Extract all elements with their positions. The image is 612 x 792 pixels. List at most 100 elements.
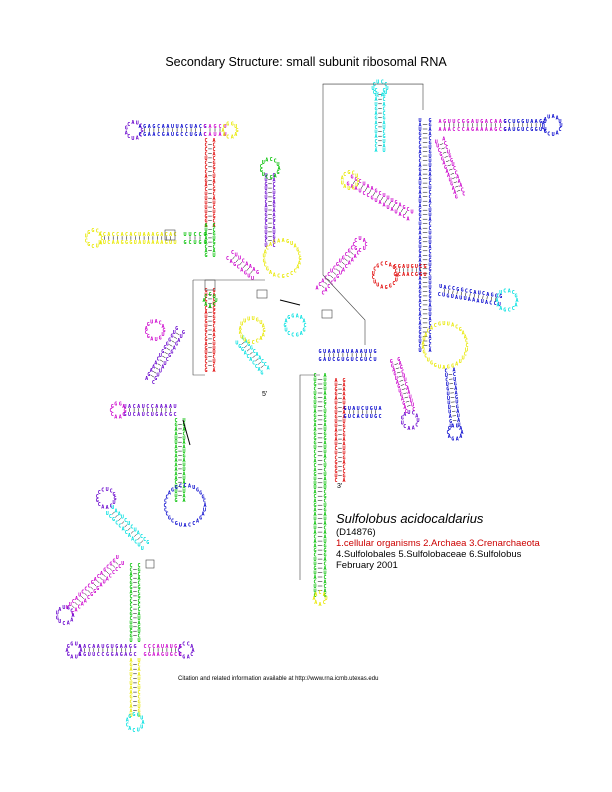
svg-text:C: C bbox=[212, 219, 215, 225]
svg-text:C: C bbox=[405, 382, 408, 388]
svg-text:C: C bbox=[494, 301, 497, 307]
svg-text:C: C bbox=[264, 221, 267, 227]
svg-text:U: U bbox=[428, 163, 431, 169]
svg-text:G: G bbox=[212, 315, 215, 321]
svg-text:G: G bbox=[67, 606, 70, 612]
svg-text:U: U bbox=[134, 527, 137, 533]
svg-text:C: C bbox=[382, 130, 385, 136]
svg-text:A: A bbox=[204, 302, 207, 308]
svg-text:A: A bbox=[418, 226, 421, 232]
svg-text:U: U bbox=[351, 357, 354, 363]
svg-text:A: A bbox=[342, 478, 345, 484]
three-prime-label: 3' bbox=[337, 483, 342, 490]
svg-text:U: U bbox=[243, 318, 246, 324]
svg-text:G: G bbox=[170, 349, 173, 355]
svg-text:C: C bbox=[264, 239, 267, 245]
svg-text:U: U bbox=[203, 508, 206, 514]
svg-text:A: A bbox=[106, 577, 109, 583]
svg-text:A: A bbox=[67, 620, 70, 626]
svg-text:G: G bbox=[204, 223, 207, 229]
svg-text:C: C bbox=[129, 598, 132, 604]
svg-text:U: U bbox=[272, 230, 275, 236]
svg-text:G: G bbox=[385, 285, 388, 291]
svg-text:U: U bbox=[173, 240, 176, 246]
svg-text:A: A bbox=[401, 397, 404, 403]
svg-text:A: A bbox=[508, 288, 511, 294]
svg-text:G: G bbox=[125, 126, 128, 132]
svg-text:A: A bbox=[313, 490, 316, 496]
svg-text:C: C bbox=[418, 267, 421, 273]
svg-text:U: U bbox=[418, 348, 421, 354]
svg-text:U: U bbox=[151, 412, 154, 418]
svg-text:A: A bbox=[126, 718, 129, 724]
svg-text:U: U bbox=[323, 517, 326, 523]
helix-three-prime-long-strand-a: CUGCUGUUAGGAAGGGUCCACAGUUUACAGAAUAUACAAG… bbox=[313, 373, 316, 599]
svg-text:U: U bbox=[69, 602, 72, 608]
svg-text:U: U bbox=[284, 327, 287, 333]
svg-text:U: U bbox=[418, 181, 421, 187]
svg-text:A: A bbox=[137, 672, 140, 678]
svg-text:C: C bbox=[129, 616, 132, 622]
svg-text:A: A bbox=[128, 726, 131, 732]
svg-text:U: U bbox=[142, 412, 145, 418]
svg-text:G: G bbox=[147, 334, 150, 340]
svg-text:G: G bbox=[449, 419, 452, 425]
helix-right-stem-strand-a: UAUGGCGACCAGAAUGAAUAGGCUAAAGUGAAACUAAAGG… bbox=[418, 118, 421, 354]
svg-text:C: C bbox=[124, 518, 127, 524]
svg-text:G: G bbox=[260, 371, 263, 377]
svg-text:U: U bbox=[313, 571, 316, 577]
svg-text:A: A bbox=[486, 292, 489, 298]
svg-text:U: U bbox=[323, 349, 326, 355]
svg-text:A: A bbox=[418, 123, 421, 129]
svg-text:U: U bbox=[161, 644, 164, 650]
svg-text:C: C bbox=[342, 428, 345, 434]
svg-text:G: G bbox=[334, 469, 337, 475]
svg-text:A: A bbox=[418, 258, 421, 264]
svg-text:G: G bbox=[394, 200, 397, 206]
svg-text:G: G bbox=[162, 132, 165, 138]
svg-text:U: U bbox=[382, 139, 385, 145]
svg-text:U: U bbox=[328, 357, 331, 363]
svg-text:A: A bbox=[157, 644, 160, 650]
svg-text:C: C bbox=[428, 222, 431, 228]
svg-text:G: G bbox=[454, 381, 457, 387]
five-prime-label: 5' bbox=[262, 391, 267, 398]
svg-text:U: U bbox=[62, 605, 65, 611]
svg-text:U: U bbox=[423, 272, 426, 278]
svg-text:G: G bbox=[90, 592, 93, 598]
svg-text:A: A bbox=[138, 124, 141, 130]
svg-text:G: G bbox=[182, 330, 185, 336]
svg-text:C: C bbox=[204, 301, 207, 307]
svg-text:U: U bbox=[453, 377, 456, 383]
svg-text:U: U bbox=[342, 451, 345, 457]
svg-text:C: C bbox=[204, 187, 207, 193]
svg-text:C: C bbox=[457, 127, 460, 133]
svg-text:C: C bbox=[324, 275, 327, 281]
svg-text:U: U bbox=[459, 359, 462, 365]
svg-text:C: C bbox=[318, 282, 321, 288]
svg-text:A: A bbox=[332, 349, 335, 355]
svg-text:G: G bbox=[137, 625, 140, 631]
svg-text:C: C bbox=[330, 281, 333, 287]
svg-text:U: U bbox=[395, 277, 398, 283]
svg-text:A: A bbox=[418, 285, 421, 291]
svg-text:C: C bbox=[264, 199, 267, 205]
svg-text:A: A bbox=[485, 300, 488, 306]
svg-text:U: U bbox=[180, 334, 183, 340]
svg-text:C: C bbox=[327, 272, 330, 278]
svg-text:G: G bbox=[342, 474, 345, 480]
svg-text:C: C bbox=[134, 540, 137, 546]
svg-text:G: G bbox=[115, 644, 118, 650]
svg-text:U: U bbox=[323, 485, 326, 491]
svg-text:G: G bbox=[428, 294, 431, 300]
svg-text:C: C bbox=[166, 357, 169, 363]
svg-text:A: A bbox=[125, 130, 128, 136]
svg-text:G: G bbox=[264, 234, 267, 240]
svg-text:U: U bbox=[428, 154, 431, 160]
svg-text:G: G bbox=[93, 589, 96, 595]
svg-text:U: U bbox=[558, 119, 561, 125]
